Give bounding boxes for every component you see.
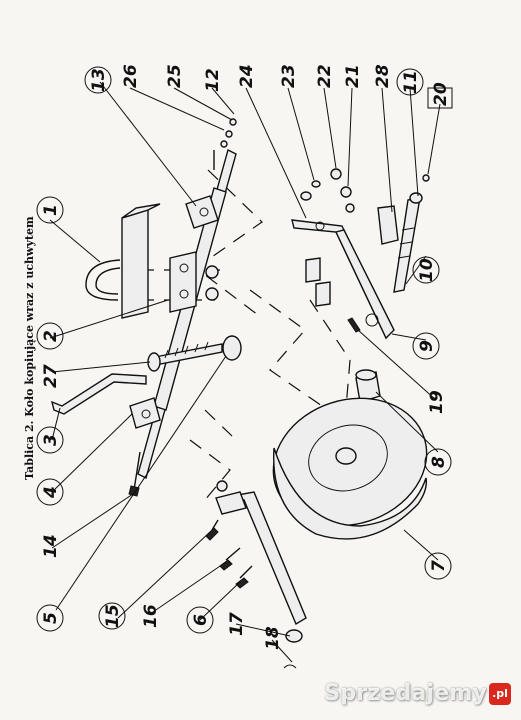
label-part-13: 13 — [89, 68, 109, 92]
label-part-23: 23 — [279, 64, 299, 88]
label-part-19: 19 — [427, 390, 447, 414]
copy-wheel-part-7 — [272, 397, 428, 540]
label-circles — [36, 66, 453, 634]
assembly-guides — [140, 169, 351, 501]
label-part-27: 27 — [41, 364, 61, 388]
label-part-18: 18 — [263, 626, 283, 650]
bolt-part-14 — [128, 451, 141, 497]
label-part-4: 4 — [41, 486, 61, 499]
watermark-logo-icon: .pl — [489, 682, 511, 705]
square-tube-part-1 — [85, 203, 161, 319]
drawing-title: Tablica 2. Koło kopiujące wraz z uchwyte… — [23, 216, 36, 480]
label-part-12: 12 — [203, 68, 223, 92]
label-part-1: 1 — [41, 204, 61, 216]
label-part-14: 14 — [41, 534, 61, 558]
crank-handle-part-3 — [50, 373, 147, 415]
label-part-9: 9 — [417, 340, 437, 352]
label-part-5: 5 — [41, 612, 61, 624]
nuts — [330, 168, 355, 213]
label-part-10: 10 — [417, 258, 437, 282]
label-part-6: 6 — [191, 614, 211, 626]
label-part-20: 20 — [431, 82, 451, 106]
small-bolts-top — [213, 118, 237, 170]
label-part-3: 3 — [41, 434, 61, 446]
bushings — [300, 180, 331, 307]
wheel-arm-part-9 — [291, 219, 395, 340]
label-part-16: 16 — [141, 604, 161, 628]
lower-arm-part-6 — [205, 480, 307, 669]
clamp-block-part-2 — [169, 251, 219, 313]
label-part-11: 11 — [401, 70, 421, 94]
label-part-7: 7 — [429, 560, 449, 572]
threaded-rod-part-27 — [147, 335, 242, 372]
main-frame-bar — [137, 148, 237, 480]
label-part-24: 24 — [237, 64, 257, 88]
bracket-part-4 — [129, 397, 161, 429]
site-watermark: Sprzedajemy .pl — [324, 681, 511, 706]
bushing-part-8 — [355, 369, 381, 403]
label-part-15: 15 — [103, 604, 123, 628]
label-part-26: 26 — [121, 64, 141, 88]
label-part-25: 25 — [165, 64, 185, 88]
label-part-2: 2 — [41, 330, 61, 342]
label-part-17: 17 — [227, 612, 247, 636]
label-part-8: 8 — [429, 456, 449, 468]
label-part-22: 22 — [315, 64, 335, 88]
spring-unit-part-10 — [377, 174, 430, 293]
watermark-text: Sprzedajemy — [324, 681, 487, 706]
label-part-21: 21 — [343, 64, 363, 88]
label-part-28: 28 — [373, 64, 393, 88]
leader-lines — [49, 81, 441, 663]
